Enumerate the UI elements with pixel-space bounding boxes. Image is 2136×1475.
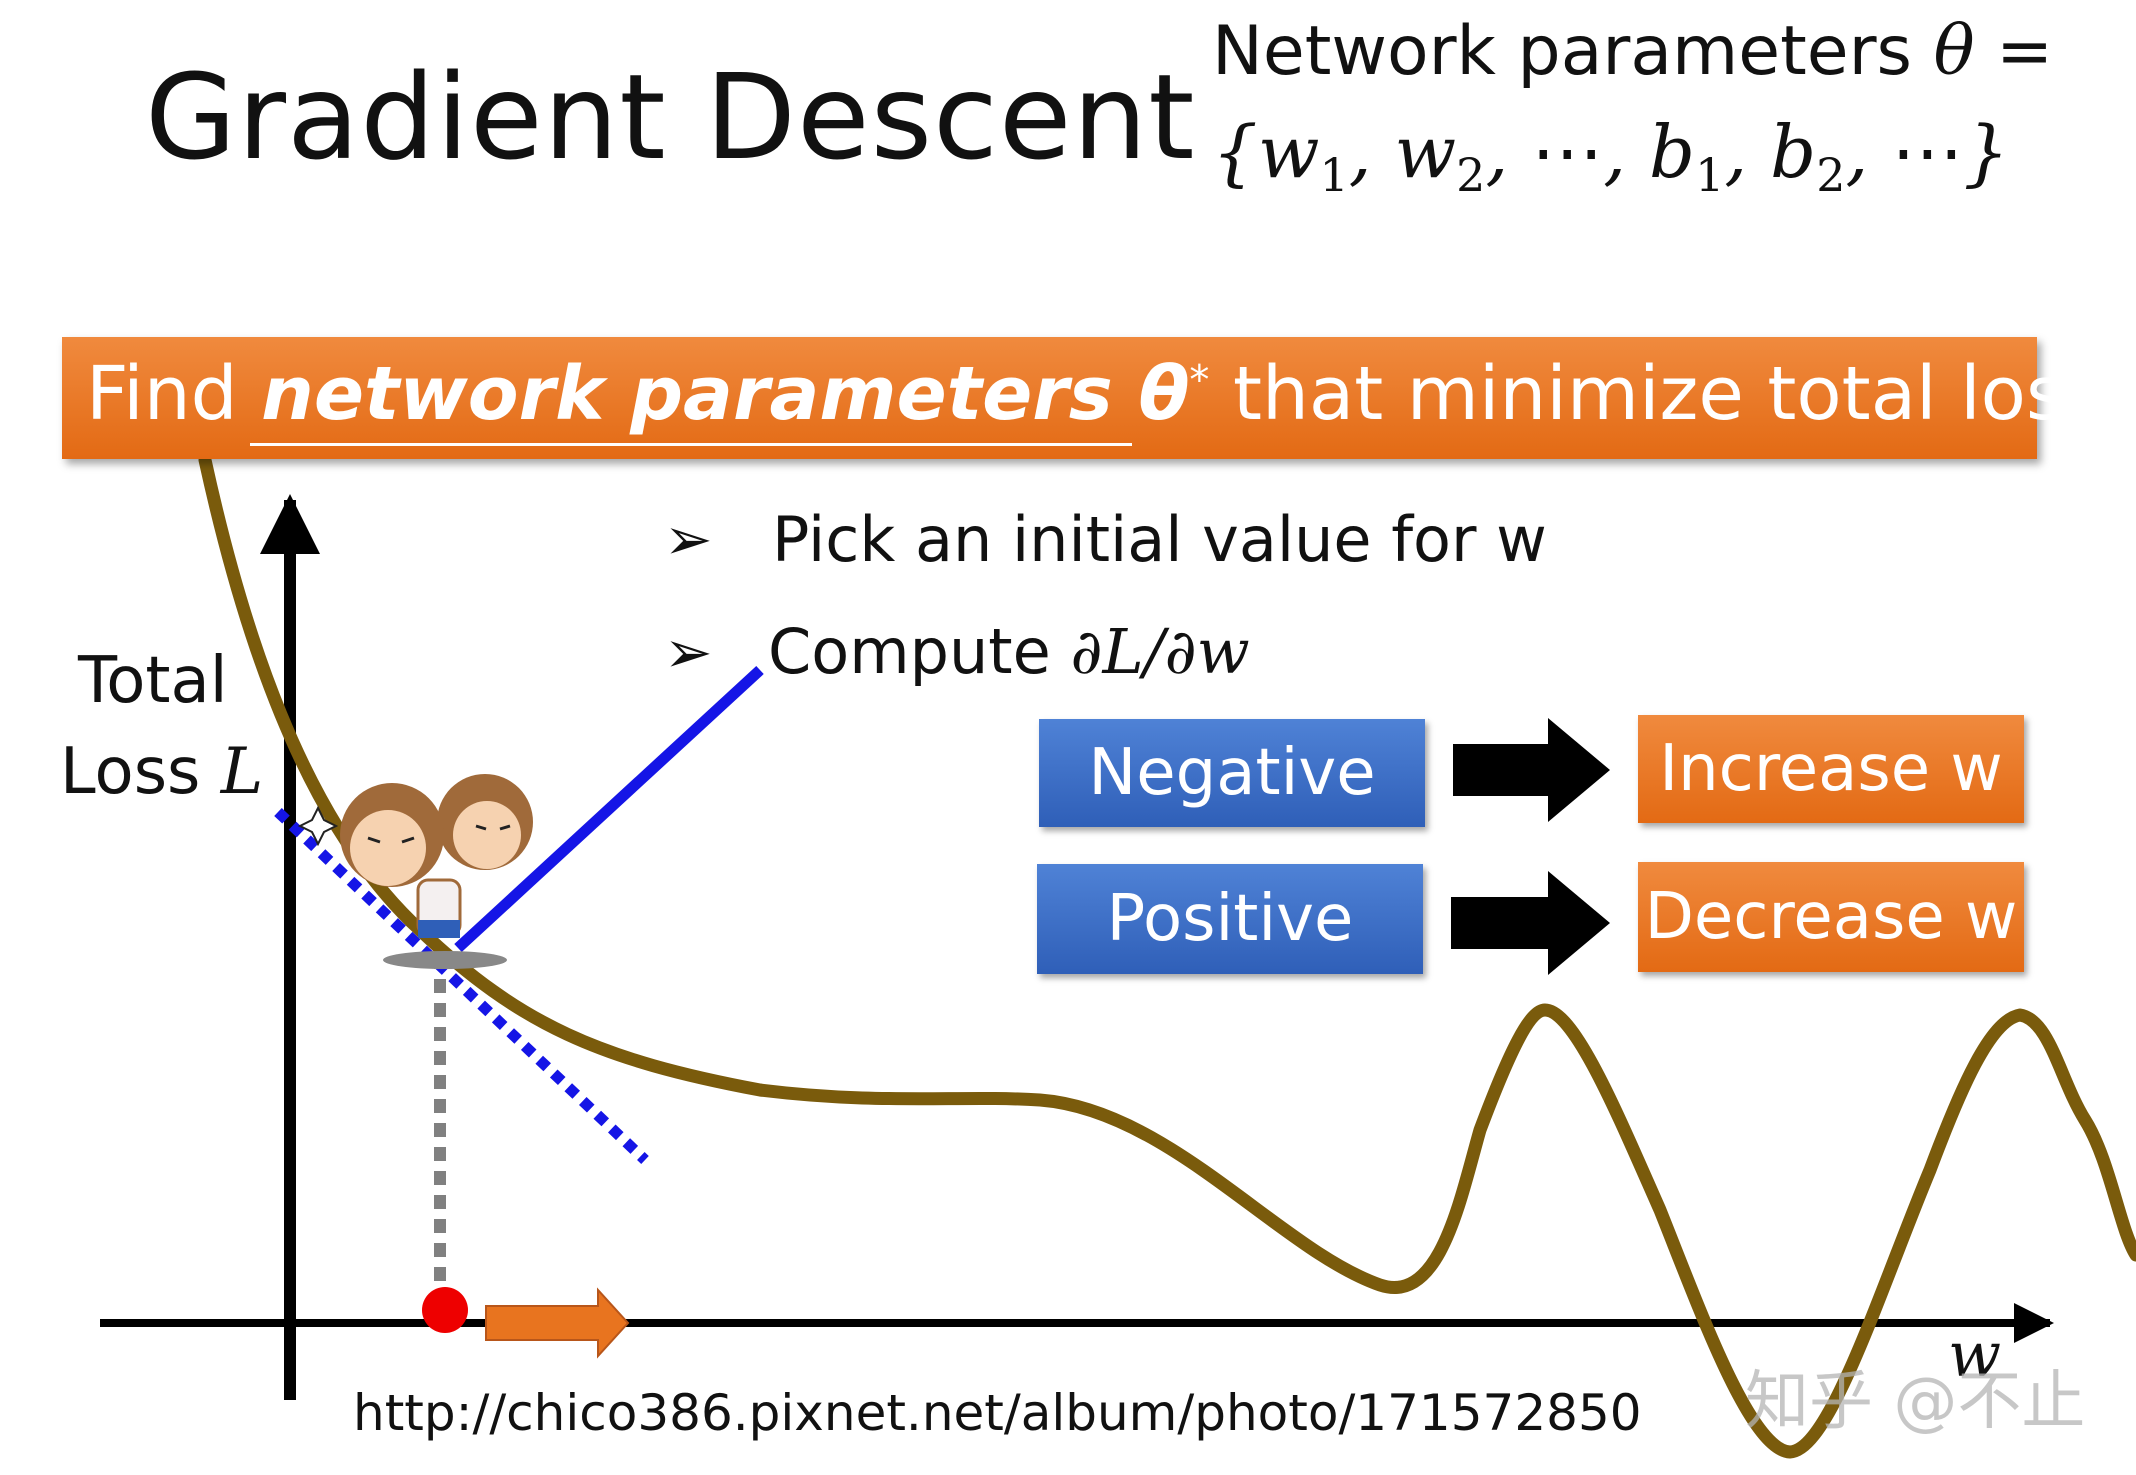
banner-underline — [250, 443, 1132, 446]
loss-curve — [198, 453, 2136, 1459]
subscript-2: 2 — [1456, 148, 1486, 202]
bullet-pick-initial: Pick an initial value for w — [772, 503, 1547, 576]
banner-star: * — [1189, 357, 1210, 404]
step-arrow — [485, 1287, 630, 1359]
increase-w-box: Increase w — [1638, 715, 2024, 823]
comma: , — [1485, 110, 1509, 194]
set-close-brace: } — [1963, 110, 2010, 194]
set-open-brace: { — [1212, 110, 1258, 194]
params-definition-line2: {w1, w2, ⋯, b1, b2, ⋯} — [1212, 110, 2009, 202]
arrow-positive-to-decrease — [1451, 871, 1610, 975]
initial-point — [422, 1287, 468, 1333]
negative-box: Negative — [1039, 719, 1425, 827]
theta-symbol: θ — [1933, 12, 1975, 91]
slope-line — [454, 665, 764, 953]
bullet-arrow-icon: ➢ — [664, 505, 713, 573]
watermark: 知乎 @不止 — [1745, 1365, 2086, 1439]
gradient-expression: ∂L/∂w — [1070, 615, 1250, 688]
param-b1: b — [1649, 110, 1696, 194]
params-prefix: Network parameters — [1212, 12, 1912, 91]
bullet-compute-text: Compute — [768, 615, 1051, 688]
comma: , — [1724, 110, 1748, 194]
monkey-character-icon — [297, 774, 533, 969]
x-axis-label: w — [1948, 1318, 2002, 1391]
params-definition-line1: Network parameters θ = — [1212, 12, 2053, 91]
ellipsis: ⋯ — [1531, 110, 1604, 194]
ellipsis: ⋯ — [1891, 110, 1964, 194]
decrease-w-box: Decrease w — [1638, 862, 2024, 972]
comma: , — [1603, 110, 1627, 194]
subscript-1: 1 — [1319, 148, 1349, 202]
subscript-2: 2 — [1816, 148, 1846, 202]
banner-rest: that minimize total loss L — [1232, 351, 2136, 437]
banner-find: Find — [86, 351, 238, 437]
comma: , — [1845, 110, 1869, 194]
y-axis-label-line2: Loss L — [60, 735, 263, 809]
equals-sign: = — [1996, 12, 2054, 91]
subscript-1: 1 — [1695, 148, 1725, 202]
positive-box: Positive — [1037, 864, 1423, 974]
source-url: http://chico386.pixnet.net/album/photo/1… — [353, 1384, 1642, 1442]
param-w2: w — [1394, 110, 1457, 194]
param-w1: w — [1257, 110, 1320, 194]
y-axis-label-L: L — [220, 735, 264, 809]
page-title: Gradient Descent — [145, 48, 1196, 186]
bullet-arrow-icon: ➢ — [664, 618, 713, 686]
tangent-line — [274, 808, 649, 1164]
banner-emph-text: network parameters θ — [261, 351, 1190, 437]
param-b2: b — [1770, 110, 1817, 194]
y-axis-label-line1: Total — [78, 644, 228, 718]
objective-text: Find network parameters θ* that minimize… — [86, 351, 2136, 437]
objective-banner: Find network parameters θ* that minimize… — [62, 337, 2136, 459]
banner-emphasis: network parameters θ* — [261, 351, 1209, 437]
comma: , — [1348, 110, 1372, 194]
arrow-negative-to-increase — [1453, 718, 1610, 822]
bullet-compute-gradient: Compute ∂L/∂w — [768, 615, 1250, 688]
y-axis-label-loss: Loss — [60, 735, 201, 809]
